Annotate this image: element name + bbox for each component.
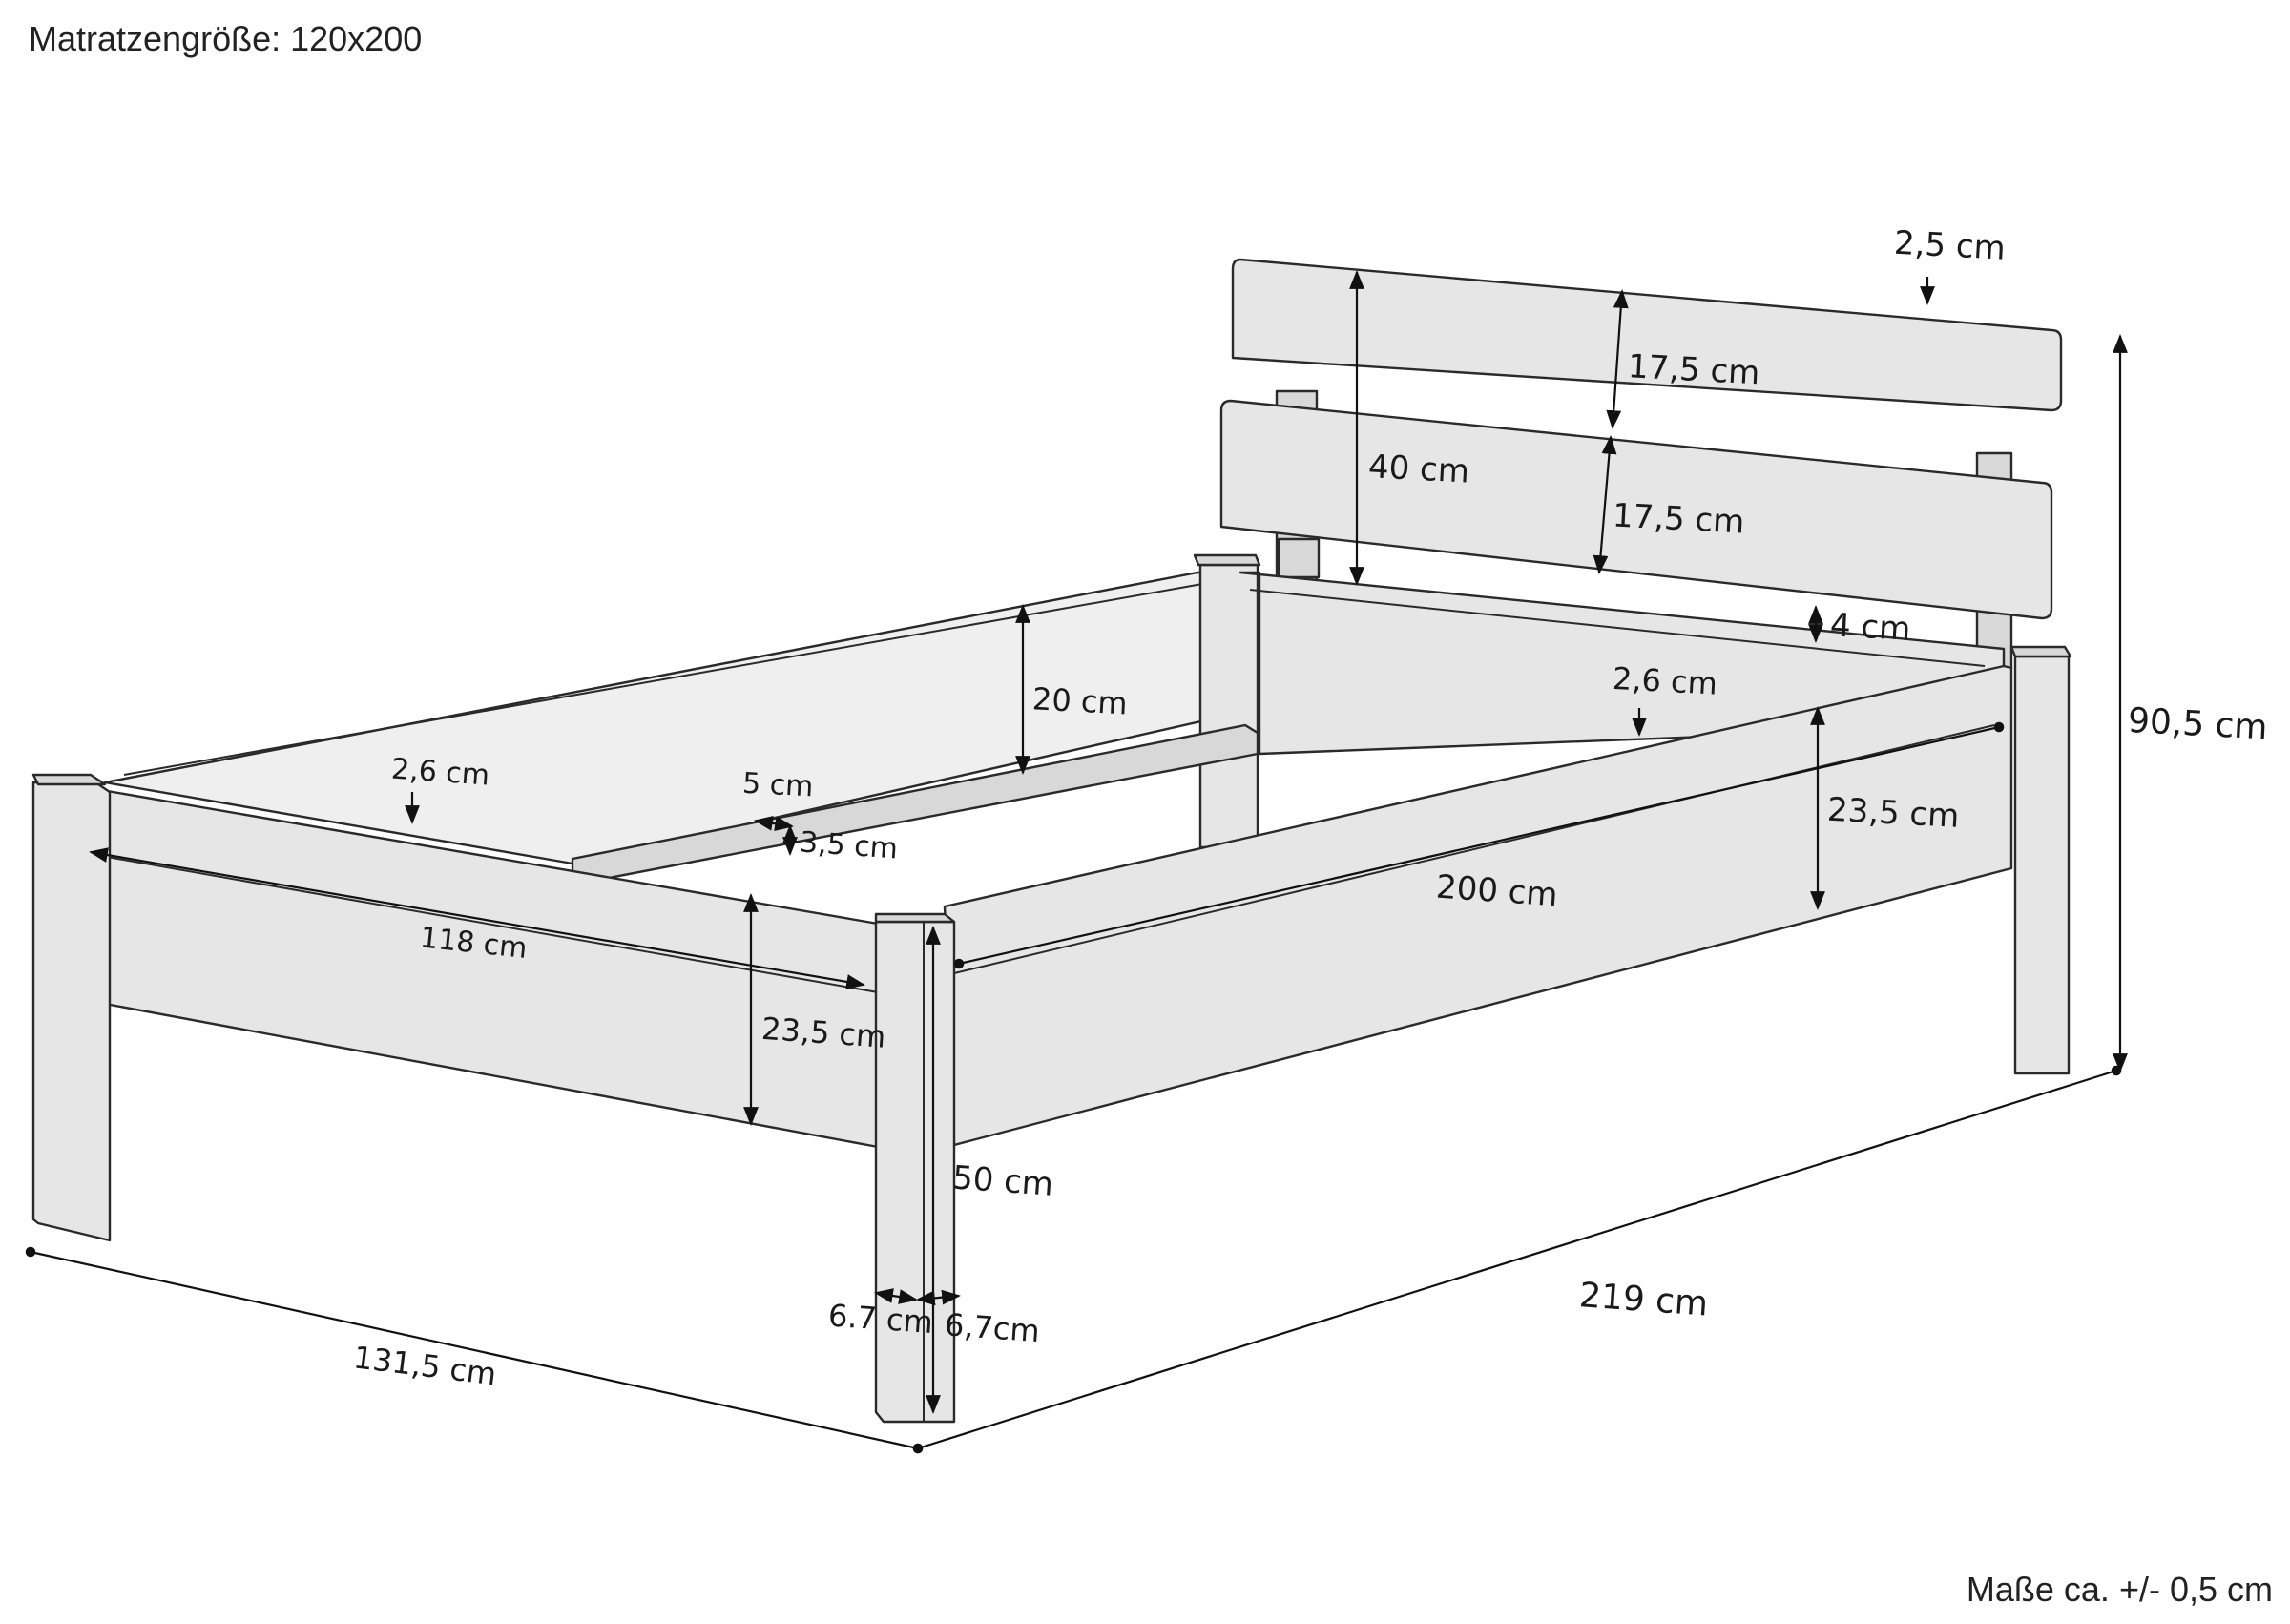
front-left-leg [31, 773, 112, 1242]
mattress-size-label: Matratzengröße: 120x200 [29, 19, 423, 58]
left-rail-thickness-label: 2,6 cm [390, 753, 490, 793]
slat-ledge-height-label: 3,5 cm [799, 825, 899, 865]
inner-length-label: 200 cm [1435, 868, 1559, 915]
headboard-height-label: 40 cm [1367, 448, 1470, 490]
rear-rail-height-label: 20 cm [1031, 680, 1129, 721]
headboard-thickness-label: 2,5 cm [1893, 224, 2007, 268]
headboard-lower-board [1219, 399, 2053, 620]
headboard-upper-board [1231, 258, 2063, 412]
headboard-upper-board-label: 17,5 cm [1627, 347, 1760, 392]
headboard-lower-board-label: 17,5 cm [1612, 496, 1745, 541]
dimension-labels: 2,5 cm 17,5 cm 17,5 cm 40 cm 4 cm 90,5 c… [351, 224, 2268, 1393]
right-rear-leg [2009, 645, 2072, 1075]
slat-ledge-width-label: 5 cm [741, 767, 814, 804]
right-rail-height-label: 23,5 cm [1826, 791, 1960, 836]
leg-height-label: 50 cm [951, 1158, 1054, 1203]
total-height-label: 90,5 cm [2127, 701, 2268, 748]
tolerance-note: Maße ca. +/- 0,5 cm [1966, 1570, 2273, 1609]
leg-width-label: 6,7cm [944, 1306, 1041, 1349]
headboard-gap-label: 4 cm [1829, 606, 1911, 648]
dimension-lines [25, 270, 2128, 1454]
total-width-label: 131,5 cm [351, 1339, 498, 1392]
total-length-label: 219 cm [1578, 1276, 1710, 1323]
front-right-leg [874, 912, 956, 1424]
right-rail-thickness-label: 2,6 cm [1612, 660, 1718, 702]
rear-corner-post [1193, 553, 1261, 849]
foot-rail-height-label: 23,5 cm [760, 1010, 887, 1055]
leg-depth-label: 6.7 cm [827, 1297, 934, 1341]
